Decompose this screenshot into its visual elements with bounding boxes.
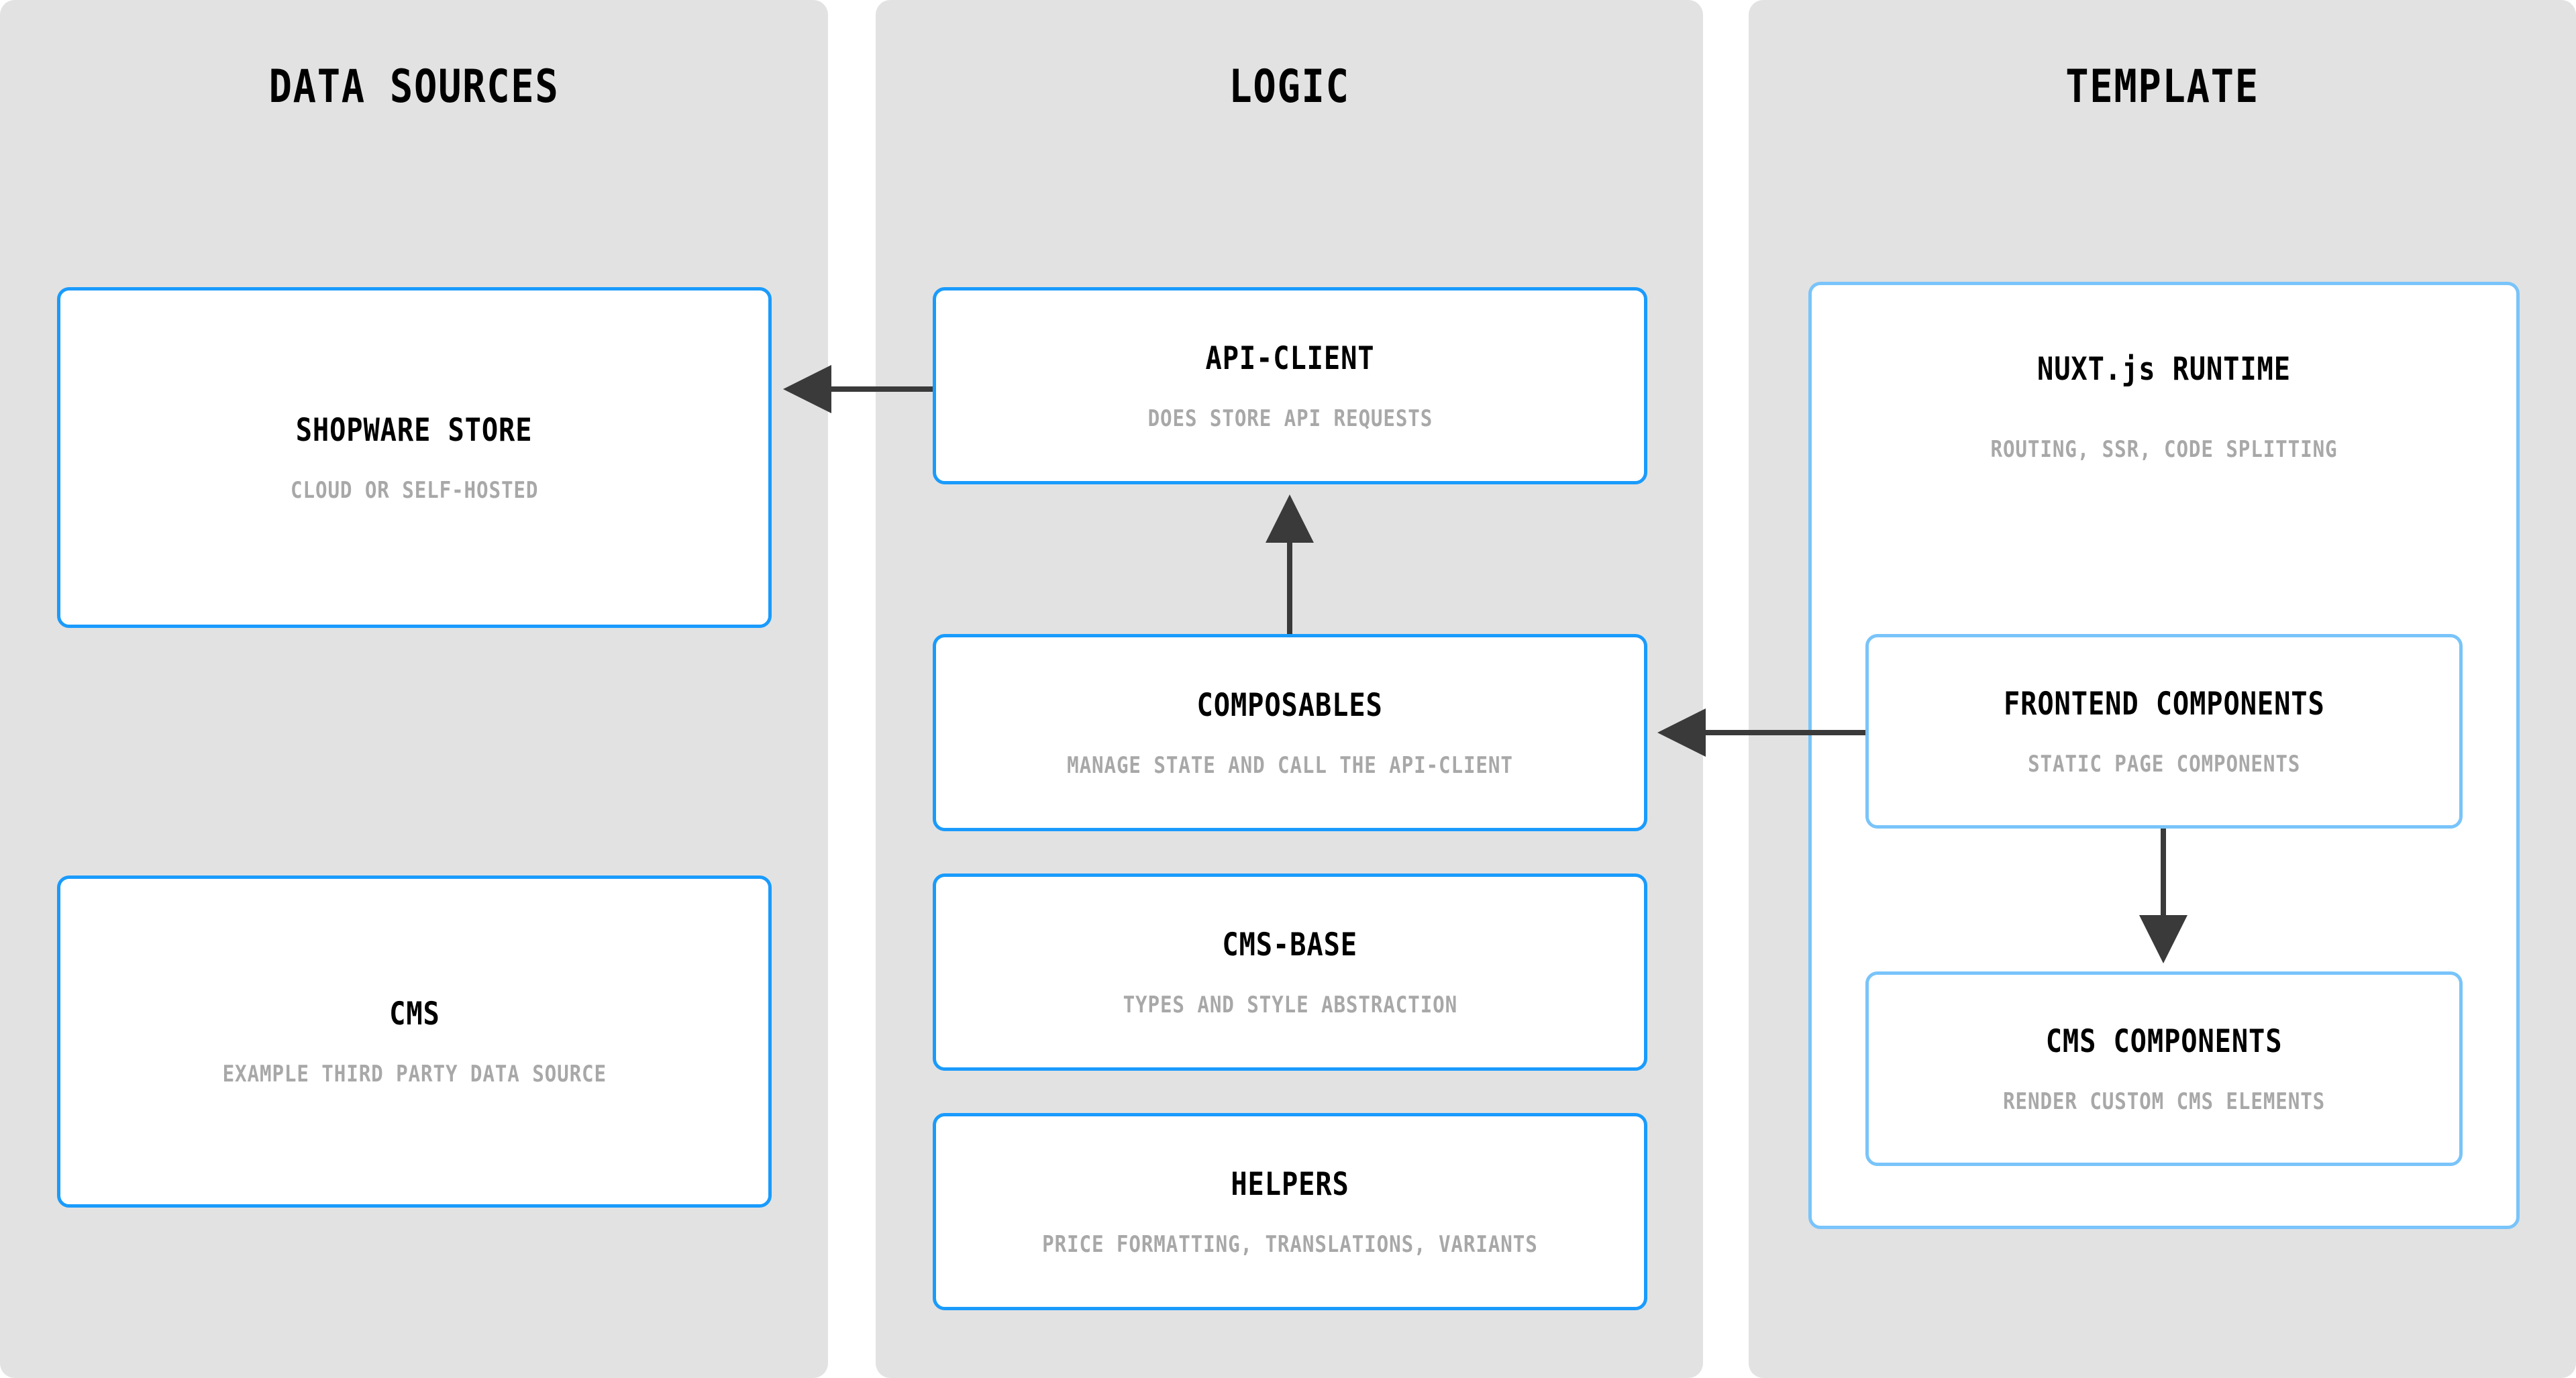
node-cms-base[interactable]: CMS-BASE TYPES AND STYLE ABSTRACTION <box>933 873 1647 1071</box>
node-shopware-store-subtitle: CLOUD OR SELF-HOSTED <box>290 476 539 504</box>
lane-title-data-sources: DATA SOURCES <box>268 60 560 113</box>
node-api-client[interactable]: API-CLIENT DOES STORE API REQUESTS <box>933 287 1647 484</box>
node-frontend-components-title: FRONTEND COMPONENTS <box>2003 685 2325 723</box>
node-cms-data-source[interactable]: CMS EXAMPLE THIRD PARTY DATA SOURCE <box>57 876 772 1208</box>
node-api-client-title: API-CLIENT <box>1205 339 1375 377</box>
node-composables-subtitle: MANAGE STATE AND CALL THE API-CLIENT <box>1067 751 1513 779</box>
node-cms-components-subtitle: RENDER CUSTOM CMS ELEMENTS <box>2002 1088 2326 1115</box>
node-cms-data-source-subtitle: EXAMPLE THIRD PARTY DATA SOURCE <box>222 1061 607 1088</box>
node-frontend-components[interactable]: FRONTEND COMPONENTS STATIC PAGE COMPONEN… <box>1865 634 2463 829</box>
lane-title-logic: LOGIC <box>1229 60 1350 113</box>
node-helpers-subtitle: PRICE FORMATTING, TRANSLATIONS, VARIANTS <box>1042 1230 1538 1258</box>
node-nuxt-runtime-title: NUXT.js RUNTIME <box>2037 351 2291 388</box>
node-cms-data-source-title: CMS <box>389 996 440 1032</box>
node-shopware-store-title: SHOPWARE STORE <box>296 411 533 449</box>
node-frontend-components-subtitle: STATIC PAGE COMPONENTS <box>2027 750 2301 778</box>
node-composables[interactable]: COMPOSABLES MANAGE STATE AND CALL THE AP… <box>933 634 1647 831</box>
node-cms-base-title: CMS-BASE <box>1222 926 1358 963</box>
node-helpers-title: HELPERS <box>1231 1165 1349 1203</box>
node-nuxt-runtime-subtitle: ROUTING, SSR, CODE SPLITTING <box>1990 436 2338 463</box>
node-cms-components-title: CMS COMPONENTS <box>2045 1022 2283 1060</box>
node-helpers[interactable]: HELPERS PRICE FORMATTING, TRANSLATIONS, … <box>933 1113 1647 1310</box>
node-composables-title: COMPOSABLES <box>1196 686 1384 724</box>
node-api-client-subtitle: DOES STORE API REQUESTS <box>1147 405 1433 432</box>
node-shopware-store[interactable]: SHOPWARE STORE CLOUD OR SELF-HOSTED <box>57 287 772 628</box>
node-cms-base-subtitle: TYPES AND STYLE ABSTRACTION <box>1123 991 1457 1018</box>
node-cms-components[interactable]: CMS COMPONENTS RENDER CUSTOM CMS ELEMENT… <box>1865 971 2463 1166</box>
lane-title-template: TEMPLATE <box>2065 60 2259 113</box>
